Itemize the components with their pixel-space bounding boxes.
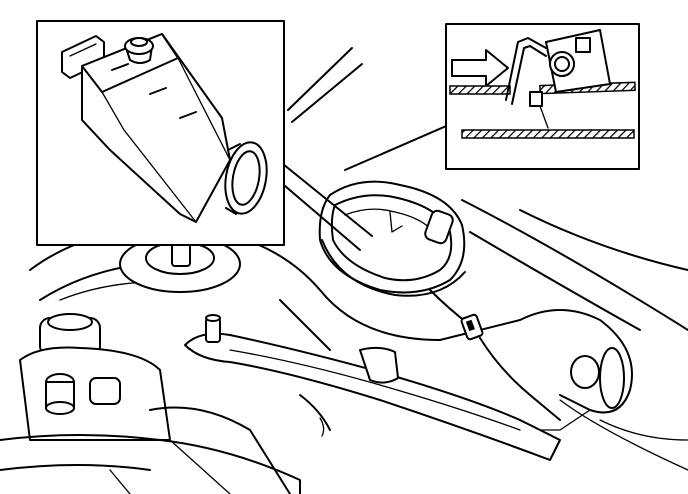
engine-components xyxy=(0,313,301,494)
engine-bay xyxy=(29,47,688,471)
clip xyxy=(460,313,484,341)
direction-arrow xyxy=(451,49,509,87)
strut-brace xyxy=(184,314,561,461)
coolant-reservoir xyxy=(61,33,268,223)
leader-line xyxy=(277,179,361,251)
strut-tower xyxy=(119,235,241,293)
reservoir-detail-inset xyxy=(36,20,285,246)
leader-line xyxy=(277,159,373,237)
mounting-direction-inset xyxy=(445,23,640,170)
grommet xyxy=(318,180,466,297)
